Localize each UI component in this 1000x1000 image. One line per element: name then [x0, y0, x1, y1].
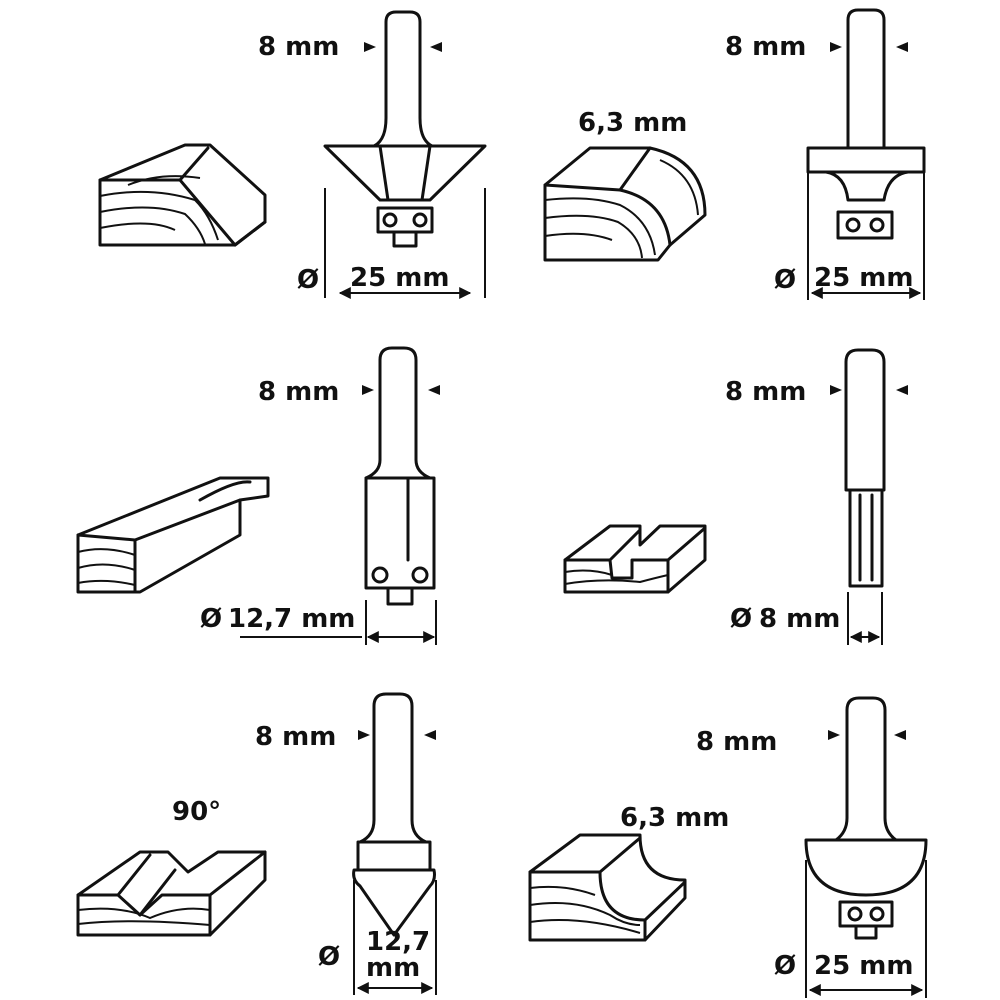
- straight-cutter: [848, 488, 884, 588]
- roundover-cutter: [824, 170, 910, 202]
- diameter-label-line2: mm: [366, 953, 420, 983]
- v-groove-wood-sample: [76, 850, 267, 937]
- diameter-label: 25 mm: [814, 263, 913, 293]
- diameter-label: 25 mm: [350, 263, 449, 293]
- diameter-symbol: Ø: [774, 951, 796, 981]
- cove-cutter: [804, 838, 928, 897]
- radius-label: 6,3 mm: [578, 108, 687, 138]
- shank: [844, 348, 886, 492]
- shank-size-label: 8 mm: [696, 727, 777, 757]
- diameter-symbol: Ø: [730, 604, 752, 634]
- flush-trim-wood-sample: [76, 476, 270, 594]
- flush-trim-bit: 8 mm Ø 12,7 mm: [76, 346, 440, 645]
- diameter-label: 12,7 mm: [228, 604, 355, 634]
- diameter-label-line1: 12,7: [366, 927, 430, 957]
- v-cutter: [352, 868, 436, 937]
- shank-arrow-left: [364, 42, 376, 52]
- bearing-pin: [392, 230, 418, 248]
- bearing-pin: [854, 924, 878, 940]
- shank-size-label: 8 mm: [258, 377, 339, 407]
- straight-wood-sample: [563, 524, 707, 594]
- shank: [358, 692, 428, 844]
- shank: [834, 696, 898, 842]
- diameter-label: 8 mm: [759, 604, 840, 634]
- shank-size-label: 8 mm: [725, 32, 806, 62]
- cutter-collar: [806, 146, 926, 174]
- v-groove-bit: 8 mm Ø 12,7 mm 90°: [76, 692, 437, 995]
- chamfer-bit: 8 mm Ø 25 mm: [98, 10, 487, 299]
- chamfer-cutter: [323, 144, 487, 202]
- cove-wood-sample: [528, 833, 687, 942]
- straight-bit: 8 mm Ø 8 mm: [563, 348, 908, 645]
- roundover-bit: 8 mm Ø 25 mm 6,3 mm: [543, 8, 926, 300]
- angle-label: 90°: [172, 797, 221, 827]
- diameter-label: 25 mm: [814, 951, 913, 981]
- cove-bit: 8 mm Ø 25 mm 6,3 mm: [528, 696, 928, 998]
- radius-label: 6,3 mm: [620, 803, 729, 833]
- shank: [372, 10, 434, 148]
- bearing-pin: [386, 586, 414, 606]
- diameter-symbol: Ø: [774, 265, 796, 295]
- diameter-symbol: Ø: [297, 265, 319, 295]
- shank: [846, 8, 886, 150]
- shank-size-label: 8 mm: [258, 32, 339, 62]
- roundover-wood-sample: [543, 146, 707, 262]
- chamfer-wood-sample: [98, 143, 267, 247]
- shank: [364, 346, 432, 480]
- diameter-symbol: Ø: [200, 604, 222, 634]
- cutter-collar: [356, 840, 432, 872]
- diameter-symbol: Ø: [318, 942, 340, 972]
- shank-size-label: 8 mm: [725, 377, 806, 407]
- shank-arrow-right: [430, 42, 442, 52]
- shank-size-label: 8 mm: [255, 722, 336, 752]
